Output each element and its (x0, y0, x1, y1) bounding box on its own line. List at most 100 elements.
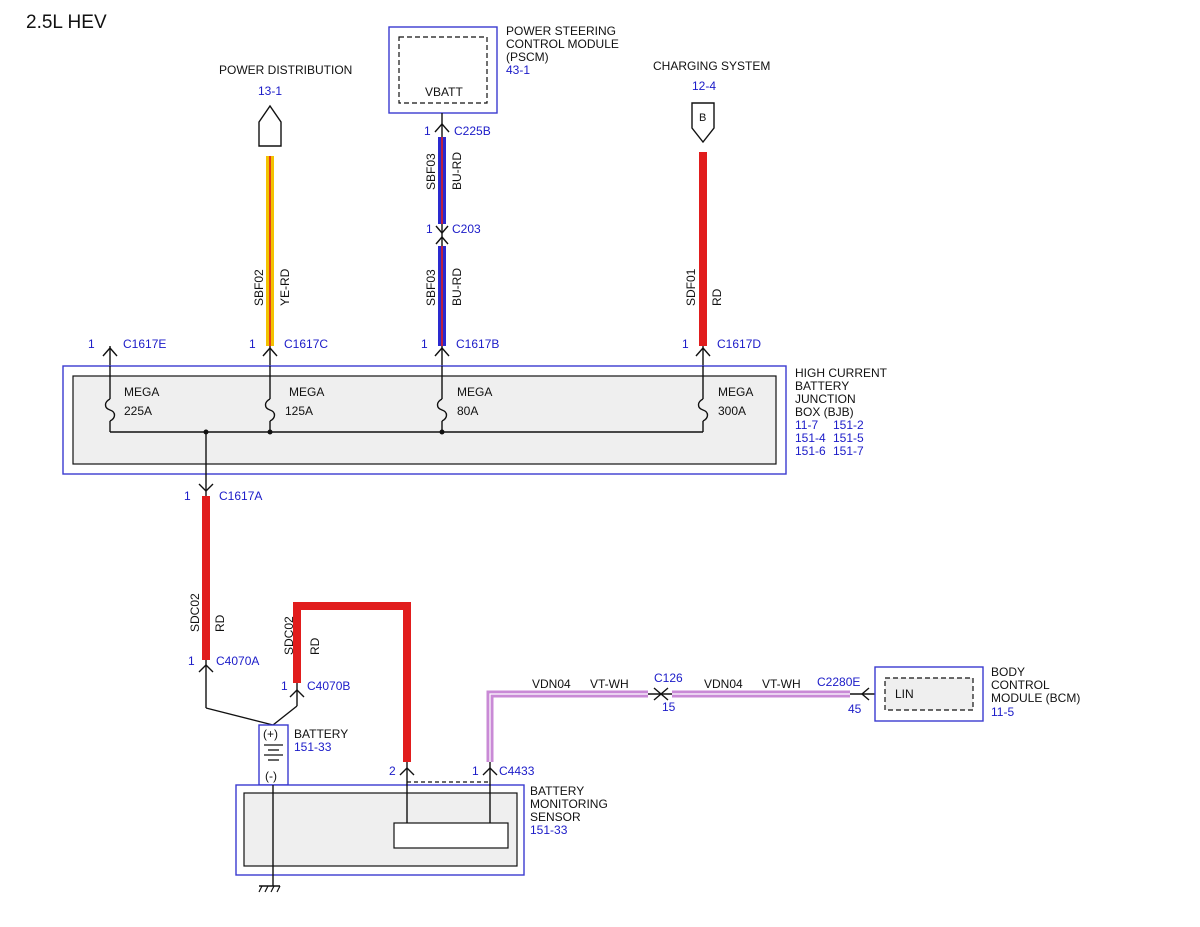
pointer-connector-icon (691, 102, 715, 144)
bcm-pin-label: LIN (895, 687, 914, 701)
bjb-name-line-3: JUNCTION (795, 392, 856, 406)
bms-module: 2 1 C4433 BATTERY MONITORING SENSOR 151-… (235, 762, 608, 893)
splice-dot-icon (439, 429, 445, 435)
connector-c4070b: 1 C4070B (272, 679, 350, 726)
bms-name-line-1: BATTERY (530, 784, 584, 798)
bjb-ref-link[interactable]: 151-7 (833, 444, 864, 458)
connector-c1617b-pin: 1 (421, 337, 428, 351)
bjb-name-line-4: BOX (BJB) (795, 405, 854, 419)
connector-c203-pin: 1 (426, 222, 433, 236)
connector-c1617b-name: C1617B (456, 337, 499, 351)
connector-c4070b-pin: 1 (281, 679, 288, 693)
battery-module: (+) (-) BATTERY 151-33 (258, 724, 348, 786)
fuse-1-type: MEGA (124, 385, 159, 399)
wire-sdc02-b-circuit: SDC02 (282, 616, 296, 655)
connector-c1617d-pin: 1 (682, 337, 689, 351)
charging-system-ref-link[interactable]: 12-4 (692, 79, 716, 93)
fuse-1-rating: 225A (124, 404, 152, 418)
connector-c225b-name: C225B (454, 124, 491, 138)
power-distribution-ref-link[interactable]: 13-1 (258, 84, 282, 98)
bcm-name-line-1: BODY (991, 665, 1025, 679)
connector-c4070a: 1 C4070A (188, 654, 274, 726)
wire-sdc02-a-color: RD (213, 614, 227, 632)
fuse-80a-icon (436, 398, 448, 422)
connector-c203-name: C203 (452, 222, 481, 236)
bcm-module: LIN BODY CONTROL MODULE (BCM) 11-5 (874, 665, 1080, 722)
wire-sdc02-b-color: RD (308, 637, 322, 655)
connector-c126: C126 15 (648, 671, 683, 714)
pscm-name-line-2: CONTROL MODULE (506, 37, 619, 51)
fuse-225a-icon (104, 398, 116, 422)
connector-arrow-icon (434, 346, 450, 357)
battery-positive-label: (+) (263, 727, 278, 741)
connector-arrow-icon (435, 235, 449, 245)
connector-arrow-icon (399, 767, 415, 776)
connector-arrow-icon (198, 483, 214, 492)
bms-ref-link[interactable]: 151-33 (530, 823, 568, 837)
power-distribution-module: POWER DISTRIBUTION 13-1 (219, 63, 352, 147)
connector-c1617a-pin: 1 (184, 489, 191, 503)
fuse-4-rating: 300A (718, 404, 746, 418)
charging-system-module: CHARGING SYSTEM 12-4 B (653, 59, 770, 144)
bjb-ref-link[interactable]: 151-5 (833, 431, 864, 445)
battery-negative-label: (-) (265, 769, 277, 783)
bjb-ref-link[interactable]: 151-6 (795, 444, 826, 458)
wire-vdn04-b: VDN04 VT-WH (672, 677, 850, 698)
connector-c4433-name: C4433 (499, 764, 535, 778)
charging-system-label: CHARGING SYSTEM (653, 59, 770, 73)
connector-c1617c-name: C1617C (284, 337, 328, 351)
bms-sensor-element (393, 822, 509, 849)
connector-c1617e: 1 C1617E (88, 337, 166, 366)
wire-sbf02-circuit: SBF02 (252, 269, 266, 306)
bcm-ref-link[interactable]: 11-5 (991, 705, 1014, 719)
bcm-name-line-3: MODULE (BCM) (991, 691, 1080, 705)
battery-name: BATTERY (294, 727, 348, 741)
fuse-3-type: MEGA (457, 385, 492, 399)
wire-sdc02-a-circuit: SDC02 (188, 593, 202, 632)
wire-vdn04-b-color: VT-WH (762, 677, 801, 691)
bcm-name-line-2: CONTROL (991, 678, 1050, 692)
connector-c2280e: C2280E 45 (817, 675, 875, 716)
connector-arrow-icon (695, 346, 711, 357)
connector-c1617d: 1 C1617D (682, 337, 761, 366)
connector-c4070a-pin: 1 (188, 654, 195, 668)
power-distribution-label: POWER DISTRIBUTION (219, 63, 352, 77)
connector-arrow-icon (198, 664, 214, 673)
bms-inner-box (243, 792, 518, 867)
battery-ref-link[interactable]: 151-33 (294, 740, 332, 754)
connector-c1617a: 1 C1617A (184, 474, 262, 503)
bms-name-line-3: SENSOR (530, 810, 581, 824)
pscm-module: VBATT POWER STEERING CONTROL MODULE (PSC… (388, 24, 619, 114)
fuse-300a-icon (697, 398, 709, 422)
wire-sdf01-color: RD (710, 288, 724, 306)
connector-c1617b: 1 C1617B (421, 337, 499, 366)
connector-c1617a-name: C1617A (219, 489, 262, 503)
bjb-name-line-2: BATTERY (795, 379, 849, 393)
pscm-pin-label: VBATT (425, 85, 463, 99)
bms-name-line-2: MONITORING (530, 797, 608, 811)
connector-c2280e-name: C2280E (817, 675, 860, 689)
wire-sbf02: SBF02 YE-RD (252, 156, 292, 346)
connector-c1617d-name: C1617D (717, 337, 761, 351)
connector-c203: 1 C203 (426, 222, 481, 246)
bcm-inner-box (884, 677, 974, 711)
bjb-ref-link[interactable]: 11-7 (795, 418, 818, 432)
connector-c126-pin: 15 (662, 700, 676, 714)
wire-sbf02-color: YE-RD (278, 268, 292, 306)
connector-arrow-icon (289, 689, 305, 698)
pscm-ref-link[interactable]: 43-1 (506, 63, 530, 77)
page-title: 2.5L HEV (26, 12, 107, 33)
connector-c4433-pin: 1 (472, 764, 479, 778)
wire-sdc02-a: SDC02 RD (188, 496, 227, 660)
connector-arrow-icon (435, 225, 449, 235)
bjb-ref-link[interactable]: 151-2 (833, 418, 864, 432)
bjb-ref-link[interactable]: 151-4 (795, 431, 826, 445)
pscm-name-line-1: POWER STEERING (506, 24, 616, 38)
wire-vdn04-a-circuit: VDN04 (532, 677, 571, 691)
connector-arrow-icon (482, 767, 498, 776)
connector-c225b: 1 C225B (424, 113, 491, 138)
connector-c1617c-pin: 1 (249, 337, 256, 351)
bms-pin2-number: 2 (389, 764, 396, 778)
connector-c4070b-name: C4070B (307, 679, 350, 693)
